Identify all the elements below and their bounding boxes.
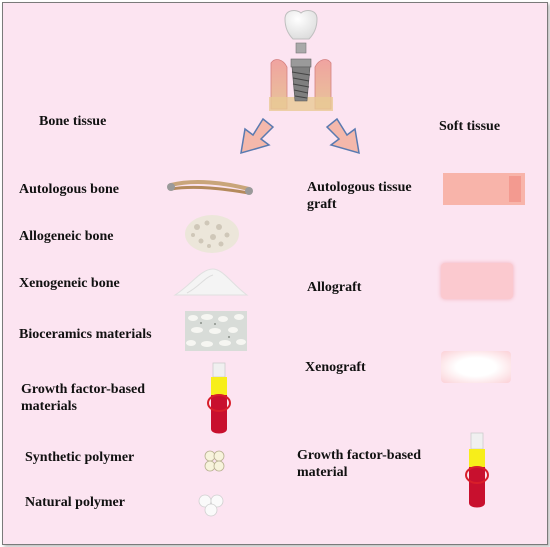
label-allograft: Allograft — [307, 280, 362, 295]
label-synthetic-polymer: Synthetic polymer — [25, 450, 135, 465]
growth-factor-tube-icon-soft — [465, 432, 489, 508]
autologous-tissue-graft-image — [443, 173, 525, 205]
xenogeneic-bone-image — [173, 268, 249, 296]
label-xenogeneic-bone: Xenogeneic bone — [19, 276, 120, 291]
label-growth-factor-bone: Growth factor-based materials — [21, 382, 146, 414]
label-autologous-bone: Autologous bone — [19, 182, 119, 197]
left-down-arrow-icon — [240, 117, 275, 155]
label-xenograft: Xenograft — [305, 360, 366, 375]
label-autologous-tissue-graft: Autologous tissue graft — [307, 180, 412, 212]
right-down-arrow-icon — [325, 117, 360, 155]
bone-tissue-header: Bone tissue — [39, 114, 107, 129]
label-growth-factor-soft: Growth factor-based material — [297, 448, 422, 480]
label-natural-polymer: Natural polymer — [25, 495, 125, 510]
growth-factor-tube-icon-bone — [207, 362, 231, 434]
label-bioceramics: Bioceramics materials — [19, 327, 152, 342]
natural-polymer-image — [198, 494, 224, 517]
synthetic-polymer-image — [204, 450, 225, 472]
label-allogeneic-bone: Allogeneic bone — [19, 229, 114, 244]
soft-tissue-header: Soft tissue — [439, 119, 501, 134]
autologous-bone-image — [167, 180, 253, 195]
allograft-image — [441, 263, 513, 299]
xenograft-image — [441, 351, 511, 383]
bioceramics-image — [185, 311, 247, 351]
allogeneic-bone-image — [185, 215, 239, 253]
dental-implant-icon — [269, 10, 333, 111]
